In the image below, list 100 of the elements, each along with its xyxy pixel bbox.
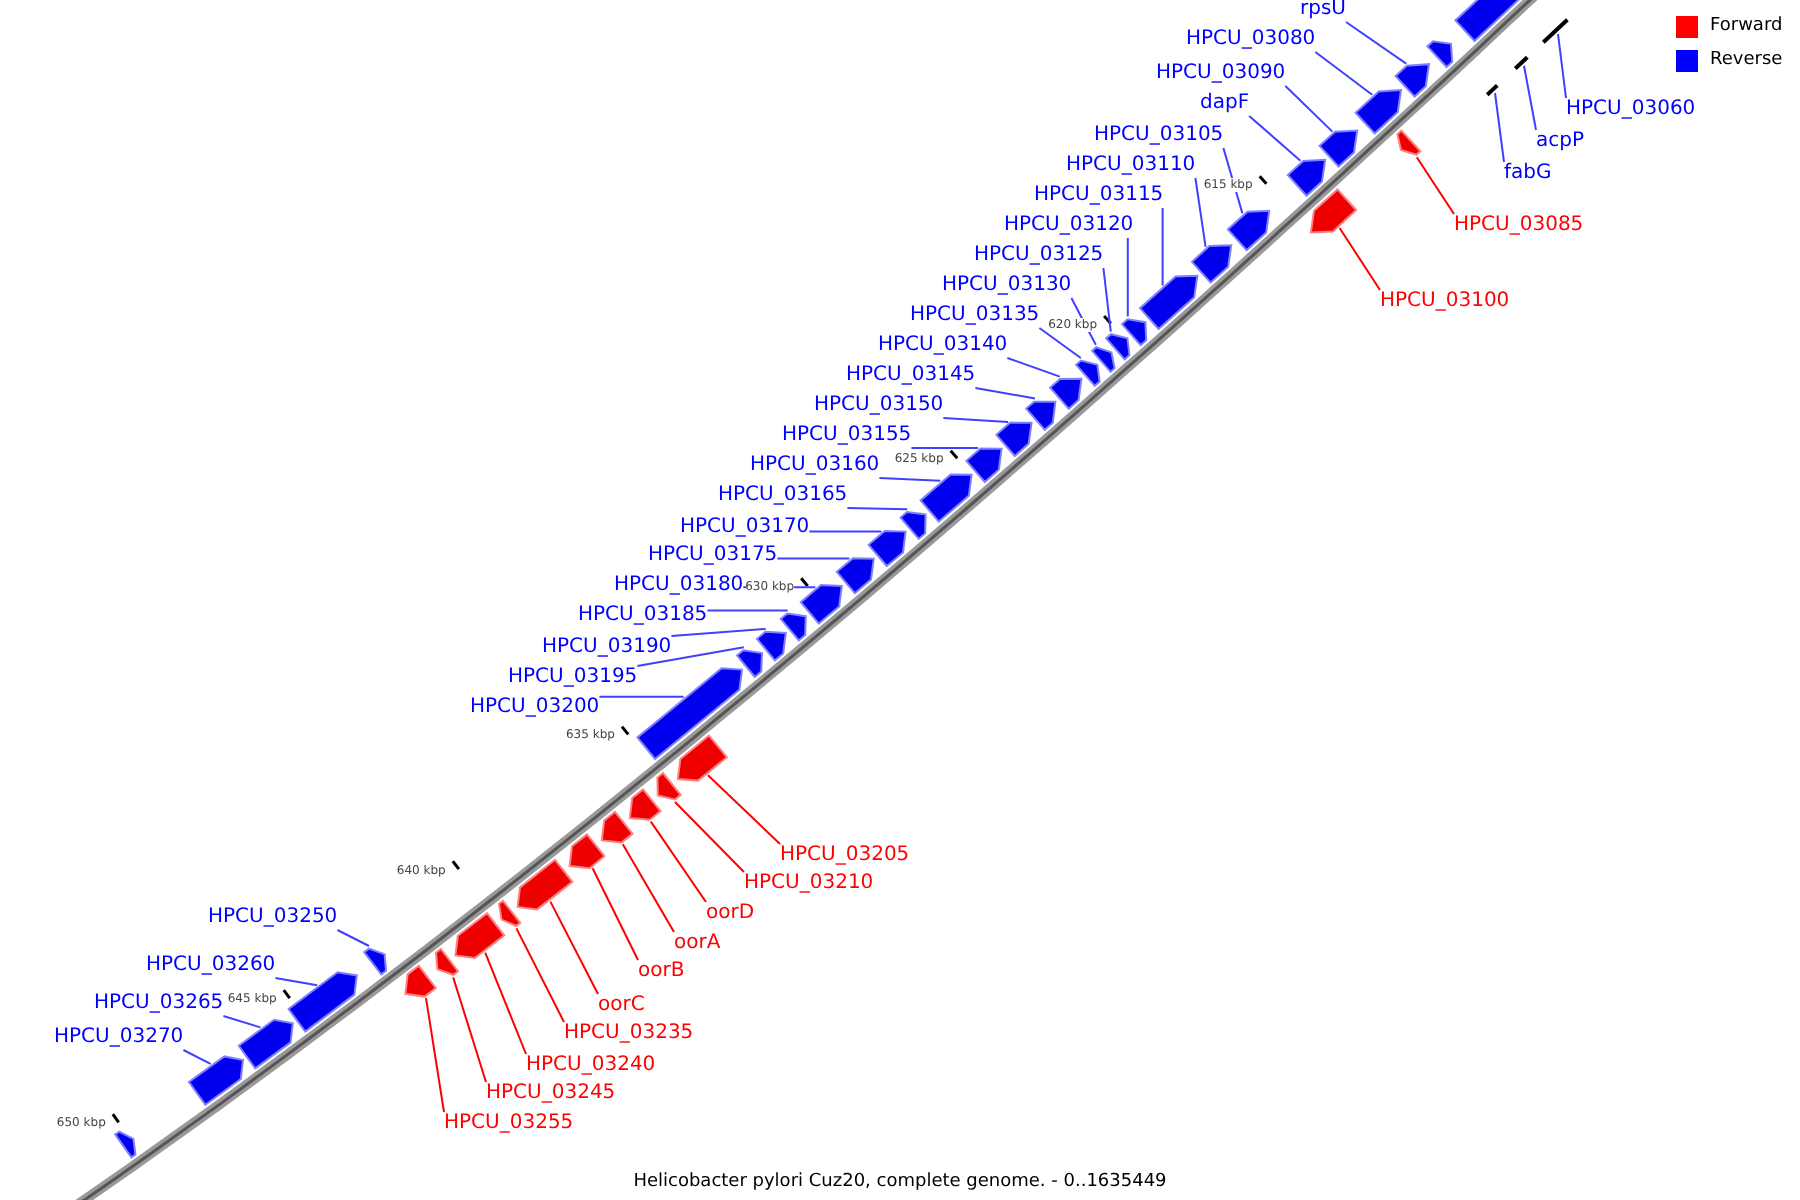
gene-label: oorA <box>674 932 721 956</box>
gene-label: oorD <box>706 902 755 926</box>
leader-line <box>598 695 685 698</box>
gene-label: HPCU_03085 <box>1454 214 1584 238</box>
gene-label: oorC <box>598 994 645 1018</box>
leader-line <box>1126 237 1129 318</box>
gene-label: dapF <box>1200 92 1250 116</box>
gene-label: HPCU_03195 <box>508 666 638 690</box>
leader-line <box>1248 115 1302 162</box>
gene-block <box>867 530 907 568</box>
leader-line <box>649 820 707 903</box>
leader-line <box>1070 297 1097 346</box>
feature-mark <box>1541 18 1569 44</box>
leader-line <box>1345 21 1408 65</box>
leader-line <box>942 417 1009 423</box>
gene-block <box>1090 346 1116 374</box>
gene-block <box>1120 318 1148 347</box>
gene-block <box>1074 359 1101 388</box>
gene-block <box>1396 129 1422 156</box>
gene-label: HPCU_03125 <box>974 244 1104 268</box>
gene-label: HPCU_03100 <box>1380 290 1510 314</box>
gene-label: HPCU_03255 <box>444 1112 574 1136</box>
gene-label: HPCU_03115 <box>1034 184 1164 208</box>
leader-line <box>636 646 745 667</box>
gene-label: HPCU_03105 <box>1094 124 1224 148</box>
gene-block <box>434 947 460 976</box>
gene-label: HPCU_03140 <box>878 334 1008 358</box>
caption: Helicobacter pylori Cuz20, complete genome. - 0..1635449 <box>633 1172 1167 1192</box>
leader-line <box>808 530 883 533</box>
gene-block <box>628 788 662 821</box>
leader-line <box>1038 327 1082 359</box>
leader-line <box>1314 51 1374 96</box>
leader-line <box>1161 207 1164 287</box>
feature-mark <box>1485 83 1499 97</box>
gene-label: HPCU_03110 <box>1066 154 1196 178</box>
leader-line <box>1338 227 1381 291</box>
gene-label: HPCU_03130 <box>942 274 1072 298</box>
gene-block <box>1286 158 1327 198</box>
gene-block <box>899 510 927 541</box>
leader-line <box>878 477 942 482</box>
gene-block <box>995 421 1033 458</box>
gene-block <box>735 649 764 679</box>
gene-block <box>1138 274 1199 331</box>
leader-line <box>222 1015 262 1029</box>
gene-block <box>835 557 875 595</box>
gene-block <box>1226 209 1271 252</box>
gene-label: HPCU_03120 <box>1004 214 1134 238</box>
gene-block <box>287 971 358 1033</box>
gene-label: HPCU_03210 <box>744 872 874 896</box>
gene-label: HPCU_03240 <box>526 1054 656 1078</box>
gene-block <box>676 734 729 782</box>
leader-line <box>336 929 370 947</box>
gene-block <box>237 1018 294 1070</box>
gene-label: HPCU_03180 <box>614 574 744 598</box>
gene-block <box>1190 244 1233 284</box>
gene-label: HPCU_03245 <box>486 1082 616 1106</box>
leader-line <box>591 867 639 961</box>
gene-label: HPCU_03090 <box>1156 62 1286 86</box>
leader-line <box>425 997 445 1113</box>
gene-label: HPCU_03200 <box>470 696 600 720</box>
legend-label: Forward <box>1710 14 1783 38</box>
gene-block <box>568 833 606 870</box>
gene-block <box>636 667 744 761</box>
gene-label: HPCU_03145 <box>846 364 976 388</box>
gene-label: HPCU_03260 <box>146 954 276 978</box>
leader-line <box>1523 64 1537 131</box>
leader-line <box>1557 33 1567 99</box>
gene-block <box>1024 400 1057 432</box>
gene-label: HPCU_03060 <box>1566 98 1696 122</box>
gene-block <box>1318 129 1359 168</box>
gene-label: HPCU_03080 <box>1186 28 1316 52</box>
leader-line <box>670 628 767 637</box>
gene-label: oorB <box>638 960 685 984</box>
gene-block <box>919 473 973 523</box>
gene-label: HPCU_03270 <box>54 1026 184 1050</box>
leader-line <box>621 843 675 933</box>
leader-line <box>1006 357 1061 378</box>
gene-block <box>497 899 522 928</box>
gene-label: HPCU_03265 <box>94 992 224 1016</box>
gene-label: HPCU_03235 <box>564 1022 694 1046</box>
leader-line <box>1415 156 1455 215</box>
gene-block <box>113 1130 137 1159</box>
leader-line <box>706 609 789 612</box>
leader-line <box>484 951 527 1055</box>
leader-line <box>1284 85 1334 133</box>
leader-line <box>776 557 851 560</box>
leader-line <box>182 1049 212 1065</box>
gene-block <box>656 771 682 801</box>
gene-block <box>516 858 574 911</box>
leader-line <box>1102 267 1112 333</box>
gene-block <box>404 964 438 998</box>
gene-block <box>187 1055 245 1107</box>
gene-label: rpsU <box>1300 0 1346 22</box>
gene-block <box>1394 63 1431 98</box>
leader-line <box>1222 147 1244 215</box>
feature-mark <box>1513 55 1529 70</box>
gene-label: HPCU_03205 <box>780 844 910 868</box>
leader-line <box>515 927 565 1023</box>
gene-block <box>1309 188 1358 234</box>
gene-label: HPCU_03250 <box>208 906 338 930</box>
